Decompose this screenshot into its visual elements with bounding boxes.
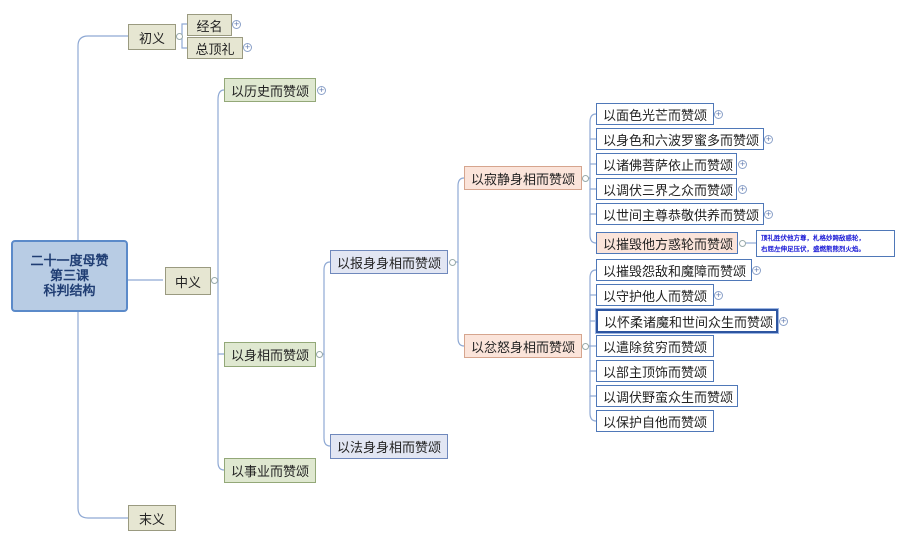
topic-wrathful[interactable]: 以忿怒身相而赞颂 — [464, 334, 582, 358]
leaf-destroy-enemies[interactable]: 以摧毁怨敌和魔障而赞颂 — [596, 259, 752, 281]
leaf-dispel-poverty[interactable]: 以遣除贫穷而赞颂 — [596, 335, 714, 357]
topic-body-form[interactable]: 以身相而赞颂 — [224, 342, 316, 367]
leaf-tame-three-realms[interactable]: 以调伏三界之众而赞颂 — [596, 178, 737, 200]
section-end[interactable]: 末义 — [128, 505, 176, 531]
leaf-subdue-maras[interactable]: 以怀柔诸魔和世间众生而赞颂 — [596, 309, 778, 333]
leaf-worldly-lords[interactable]: 以世间主尊恭敬供养而赞颂 — [596, 203, 764, 225]
root-topic[interactable]: 二十一度母赞 第三课 科判结构 — [11, 240, 128, 312]
topic-sutra-name[interactable]: 经名 — [187, 14, 232, 36]
leaf-body-color[interactable]: 以身色和六波罗蜜多而赞颂 — [596, 128, 764, 150]
expand-icon[interactable]: + — [779, 317, 788, 326]
leaf-crown-ornament[interactable]: 以部主顶饰而赞颂 — [596, 360, 714, 382]
expand-icon[interactable]: + — [232, 20, 241, 29]
topic-dharmakaya[interactable]: 以法身身相而赞颂 — [330, 434, 448, 459]
expand-icon[interactable]: + — [764, 210, 773, 219]
leaf-destroy-delusion[interactable]: 以摧毁他方惑轮而赞颂 — [596, 232, 738, 254]
collapse-icon[interactable] — [582, 343, 589, 350]
expand-icon[interactable]: + — [738, 160, 747, 169]
verse-note-line-1: 顶礼胜伏他方尊，札格妙跨敌惑轮， — [761, 234, 865, 242]
collapse-icon[interactable] — [449, 259, 456, 266]
collapse-icon[interactable] — [316, 351, 323, 358]
leaf-buddhas-support[interactable]: 以诸佛菩萨依止而赞颂 — [596, 153, 737, 175]
expand-icon[interactable]: + — [714, 110, 723, 119]
expand-icon[interactable]: + — [243, 43, 252, 52]
collapse-icon[interactable] — [582, 175, 589, 182]
root-line-3: 科判结构 — [43, 283, 96, 299]
expand-icon[interactable]: + — [714, 291, 723, 300]
verse-note: 顶礼胜伏他方尊，札格妙跨敌惑轮， 右屈左伸足压伏，盛燃熊熊烈火焰。 — [756, 230, 895, 257]
root-line-2: 第三课 — [49, 268, 89, 284]
topic-general-homage[interactable]: 总顶礼 — [187, 37, 243, 59]
section-body[interactable]: 中义 — [165, 267, 211, 295]
collapse-icon[interactable] — [176, 33, 183, 40]
root-line-1: 二十一度母赞 — [30, 253, 109, 269]
leaf-protect-self-others[interactable]: 以保护自他而赞颂 — [596, 410, 714, 432]
topic-sambhogakaya[interactable]: 以报身身相而赞颂 — [330, 250, 448, 274]
expand-icon[interactable]: + — [738, 185, 747, 194]
topic-peaceful[interactable]: 以寂静身相而赞颂 — [464, 166, 582, 190]
expand-icon[interactable]: + — [764, 135, 773, 144]
expand-icon[interactable]: + — [317, 86, 326, 95]
collapse-icon[interactable] — [211, 277, 218, 284]
leaf-tame-barbarians[interactable]: 以调伏野蛮众生而赞颂 — [596, 385, 738, 407]
verse-note-line-2: 右屈左伸足压伏，盛燃熊熊烈火焰。 — [761, 245, 865, 253]
leaf-face-radiance[interactable]: 以面色光芒而赞颂 — [596, 103, 714, 125]
expand-icon[interactable]: + — [752, 266, 761, 275]
section-intro[interactable]: 初义 — [128, 24, 176, 50]
leaf-protect-others[interactable]: 以守护他人而赞颂 — [596, 284, 714, 306]
topic-activity[interactable]: 以事业而赞颂 — [224, 458, 316, 483]
collapse-icon[interactable] — [739, 240, 746, 247]
topic-history[interactable]: 以历史而赞颂 — [224, 78, 316, 102]
